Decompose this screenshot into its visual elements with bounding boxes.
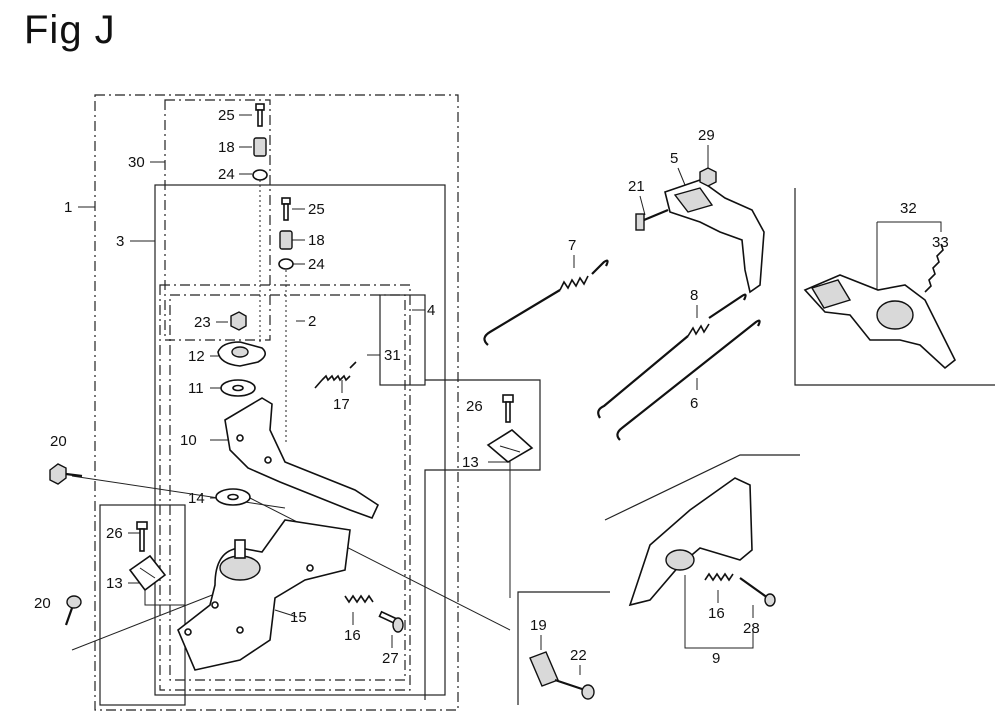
control-base-15 [177,519,351,671]
boundary-group-2 [169,294,406,681]
leader-lines [71,114,942,675]
callout-22: 22 [570,647,587,664]
control-assembly-32 [803,243,957,370]
spring-16-lower [344,594,374,604]
boundary-group-19 [517,591,610,705]
cable-clamp-13-right [486,429,534,463]
callout-18-upper: 18 [218,139,235,156]
callout-13-right: 13 [462,454,479,471]
screw-27 [378,610,404,633]
callout-24-upper: 24 [218,166,235,183]
washer-24-mid [278,258,294,270]
boundary-group-31 [379,294,426,386]
callout-1: 1 [64,199,72,216]
callout-16-lower: 16 [344,627,361,644]
spring-17 [314,361,357,389]
callout-24-mid: 24 [308,256,325,273]
callout-21: 21 [628,178,645,195]
collar-18-upper [253,137,267,157]
boundary-group-9 [604,454,800,521]
callout-23: 23 [194,314,211,331]
cable-clamp-13-left [128,554,167,592]
bolt-26-left [136,521,148,552]
callout-20-lower: 20 [34,595,51,612]
callout-29: 29 [698,127,715,144]
callout-7: 7 [568,237,576,254]
callout-9: 9 [712,650,720,667]
callout-19: 19 [530,617,547,634]
callout-14: 14 [188,490,205,507]
boundary-group-30 [164,99,271,341]
governor-rod-8 [597,293,747,419]
governor-arm-10 [224,397,380,520]
callout-18-mid: 18 [308,232,325,249]
governor-rod-7 [483,259,609,346]
callout-6: 6 [690,395,698,412]
boundary-group-3 [154,184,446,696]
nut-23 [230,311,247,331]
callout-12: 12 [188,348,205,365]
washer-11 [220,379,256,397]
bolt-20-upper [49,463,83,485]
nut-29 [699,167,717,187]
callout-26-left: 26 [106,525,123,542]
callout-15: 15 [290,609,307,626]
callout-3: 3 [116,233,124,250]
boundary-group-4 [159,284,411,691]
callout-32: 32 [900,200,917,217]
washer-24-upper [252,169,268,181]
callout-16-right: 16 [708,605,725,622]
bolt-25-mid [281,197,291,221]
collar-18-mid [279,230,293,250]
callout-31: 31 [384,347,401,364]
callout-10: 10 [180,432,197,449]
choke-rod-6 [616,319,761,441]
bolt-25-upper [255,103,265,127]
callout-33: 33 [932,234,949,251]
callout-11: 11 [188,380,204,397]
screw-21 [635,208,669,231]
callout-27: 27 [382,650,399,667]
bolt-22 [554,678,595,700]
callout-4: 4 [427,302,435,319]
bolt-20-lower [64,595,82,626]
boundary-group-32 [794,188,995,386]
callout-30: 30 [128,154,145,171]
callout-20-upper: 20 [50,433,67,450]
callout-13-left: 13 [106,575,123,592]
callout-5: 5 [670,150,678,167]
boundary-group-31-ext [424,379,541,700]
parts [49,103,957,700]
callout-26-right: 26 [466,398,483,415]
choke-lever-5 [664,179,765,294]
plate-12 [217,341,266,367]
callout-labels: 1 30 3 25 18 24 25 18 24 2 4 31 23 12 11… [34,107,949,667]
washer-14 [215,488,251,506]
collar-19 [529,651,559,687]
figure-title: Fig J [24,8,116,52]
bolt-26-right [502,394,514,423]
callout-17: 17 [333,396,350,413]
callout-25-upper: 25 [218,107,235,124]
callout-8: 8 [690,287,698,304]
callout-25-mid: 25 [308,201,325,218]
callout-28: 28 [743,620,760,637]
boundary-group-1 [94,94,459,711]
callout-2: 2 [308,313,316,330]
throttle-assembly-9 [628,477,776,607]
